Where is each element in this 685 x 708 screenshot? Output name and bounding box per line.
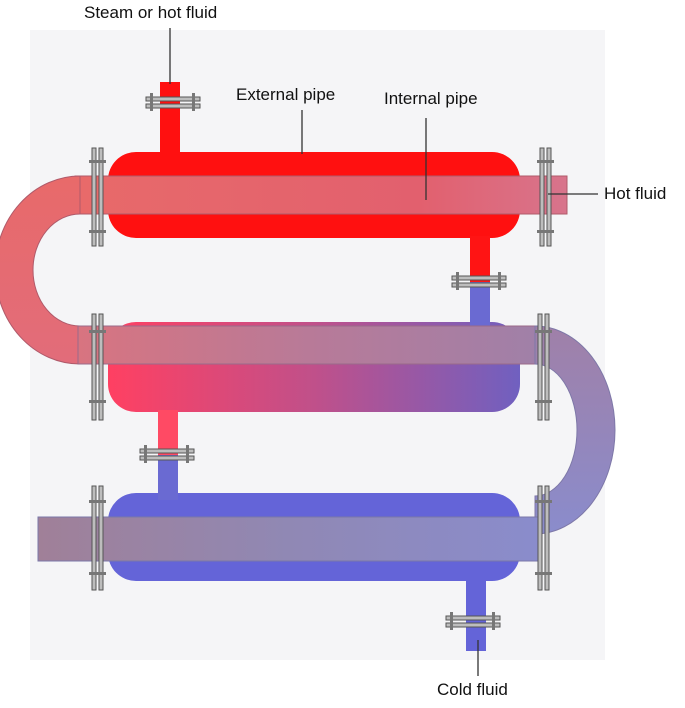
internal-pipe-bottom-run (37, 516, 539, 562)
nozzle-flanges (139, 96, 507, 628)
internal-pipe-left-bend (0, 175, 81, 365)
steam-inlet-nozzle (160, 82, 180, 154)
internal-pipe-top-run (74, 175, 568, 215)
external-pipe-label: External pipe (236, 85, 336, 104)
shell-flanges (91, 147, 552, 591)
middle-to-bottom-connector (158, 410, 178, 500)
internal-pipe-label: Internal pipe (384, 89, 478, 108)
nozzle-flange-bolts (144, 93, 501, 630)
hot-fluid-label: Hot fluid (604, 184, 667, 203)
internal-pipe-middle-run (77, 325, 539, 365)
steam-label: Steam or hot fluid (84, 3, 218, 22)
leader-lines (169, 28, 598, 676)
cold-outlet-nozzle (466, 579, 486, 651)
cold-fluid-label: Cold fluid (437, 680, 508, 699)
top-to-middle-connector (470, 236, 490, 328)
shell-flange-bolts (89, 160, 554, 575)
